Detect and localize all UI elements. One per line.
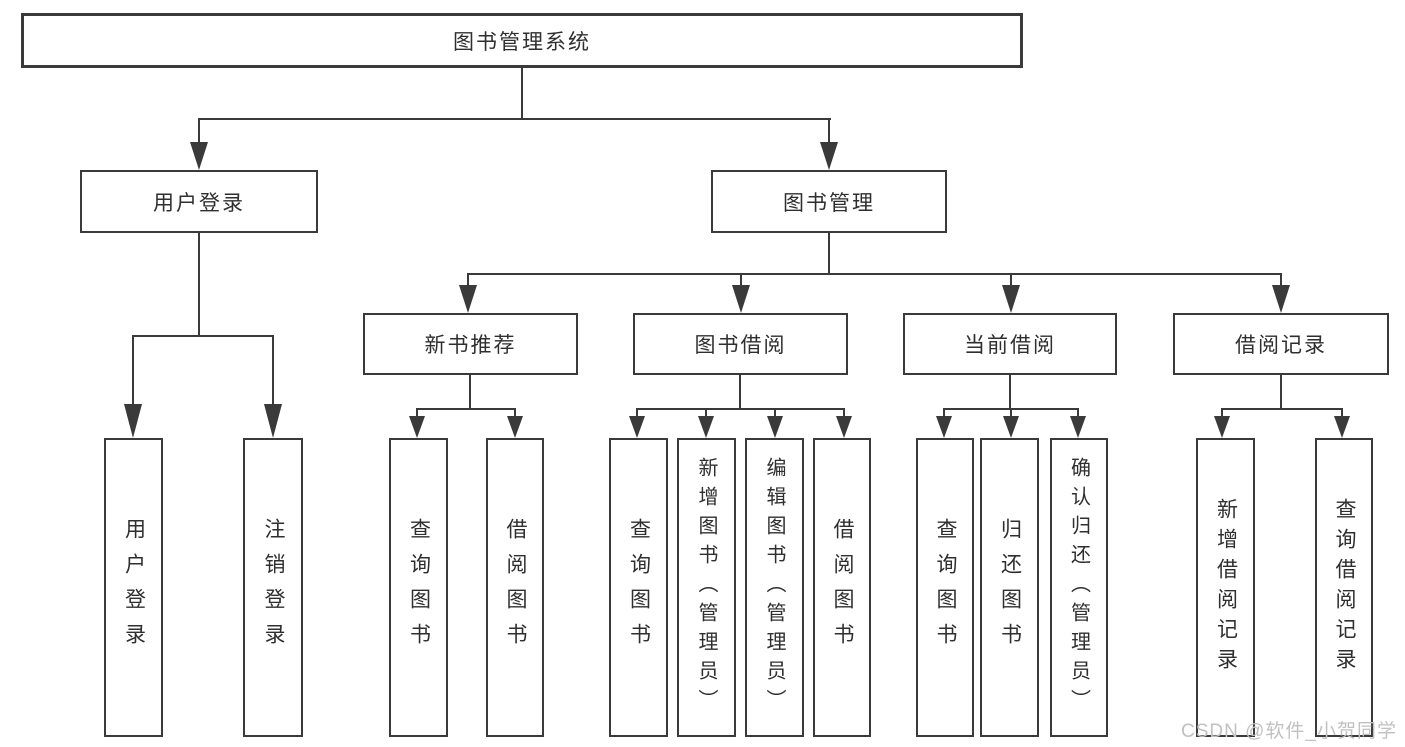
leaf-borrow-books-borrowing: 借阅图书 — [813, 438, 871, 737]
arrowhead-down-icon — [767, 416, 783, 438]
arrowhead-down-icon — [936, 416, 952, 438]
arrowhead-down-icon — [1272, 285, 1290, 313]
arrowhead-down-icon — [1003, 416, 1019, 438]
connector-vline — [198, 118, 200, 143]
connector-vline — [1280, 273, 1282, 287]
connector-hline — [416, 408, 516, 410]
connector-hline — [467, 273, 1282, 275]
node-current-borrowing: 当前借阅 — [903, 313, 1117, 375]
connector-vline — [1221, 408, 1223, 418]
leaf-return-books: 归还图书 — [980, 438, 1039, 737]
arrowhead-down-icon — [836, 416, 852, 438]
node-new-book-recommendation: 新书推荐 — [363, 313, 578, 375]
connector-vline — [521, 68, 523, 118]
connector-vline — [416, 408, 418, 418]
connector-vline — [774, 408, 776, 418]
leaf-query-books-current: 查询图书 — [916, 438, 974, 737]
node-library-management-system: 图书管理系统 — [21, 13, 1023, 68]
node-borrowing-records: 借阅记录 — [1173, 313, 1389, 375]
leaf-add-borrow-record: 新增借阅记录 — [1196, 438, 1255, 737]
leaf-user-login: 用户登录 — [104, 438, 163, 737]
node-user-login: 用户登录 — [80, 170, 318, 233]
connector-vline — [705, 408, 707, 418]
connector-vline — [1077, 408, 1079, 418]
arrowhead-down-icon — [732, 285, 750, 313]
arrowhead-down-icon — [629, 416, 645, 438]
connector-vline — [198, 233, 200, 335]
connector-vline — [467, 273, 469, 287]
connector-vline — [514, 408, 516, 418]
arrowhead-down-icon — [1214, 416, 1230, 438]
leaf-edit-books-admin: 编辑图书（管理员） — [745, 438, 804, 737]
arrowhead-down-icon — [820, 142, 838, 170]
leaf-query-books-recommend: 查询图书 — [389, 438, 448, 737]
leaf-borrow-books-recommend: 借阅图书 — [486, 438, 544, 737]
connector-vline — [1341, 408, 1343, 418]
connector-vline — [843, 408, 845, 418]
arrowhead-down-icon — [459, 285, 477, 313]
leaf-confirm-return-admin: 确认归还（管理员） — [1050, 438, 1108, 737]
leaf-logout-login: 注销登录 — [243, 438, 303, 737]
connector-vline — [828, 118, 830, 143]
arrowhead-down-icon — [1070, 416, 1086, 438]
leaf-add-books-admin: 新增图书（管理员） — [677, 438, 736, 737]
connector-hline — [1221, 408, 1343, 410]
connector-vline — [1010, 408, 1012, 418]
connector-vline — [272, 335, 274, 405]
arrowhead-down-icon — [190, 142, 208, 170]
connector-vline — [469, 375, 471, 408]
connector-vline — [828, 233, 830, 273]
connector-vline — [132, 335, 134, 405]
arrowhead-down-icon — [1334, 416, 1350, 438]
connector-vline — [739, 375, 741, 408]
node-book-borrowing: 图书借阅 — [633, 313, 848, 375]
connector-vline — [943, 408, 945, 418]
node-book-management: 图书管理 — [711, 170, 947, 233]
connector-vline — [1009, 375, 1011, 408]
connector-vline — [1010, 273, 1012, 287]
arrowhead-down-icon — [409, 416, 425, 438]
connector-vline — [740, 273, 742, 287]
connector-hline — [199, 118, 831, 120]
connector-vline — [636, 408, 638, 418]
arrowhead-down-icon — [1002, 285, 1020, 313]
watermark: CSDN @软件_小贺同学 — [1181, 721, 1397, 742]
arrowhead-down-icon — [264, 404, 282, 438]
connector-hline — [636, 408, 845, 410]
arrowhead-down-icon — [507, 416, 523, 438]
connector-vline — [1280, 375, 1282, 408]
connector-hline — [132, 335, 274, 337]
arrowhead-down-icon — [124, 404, 142, 438]
arrowhead-down-icon — [698, 416, 714, 438]
leaf-query-borrow-record: 查询借阅记录 — [1315, 438, 1373, 737]
leaf-query-books-borrowing: 查询图书 — [609, 438, 668, 737]
